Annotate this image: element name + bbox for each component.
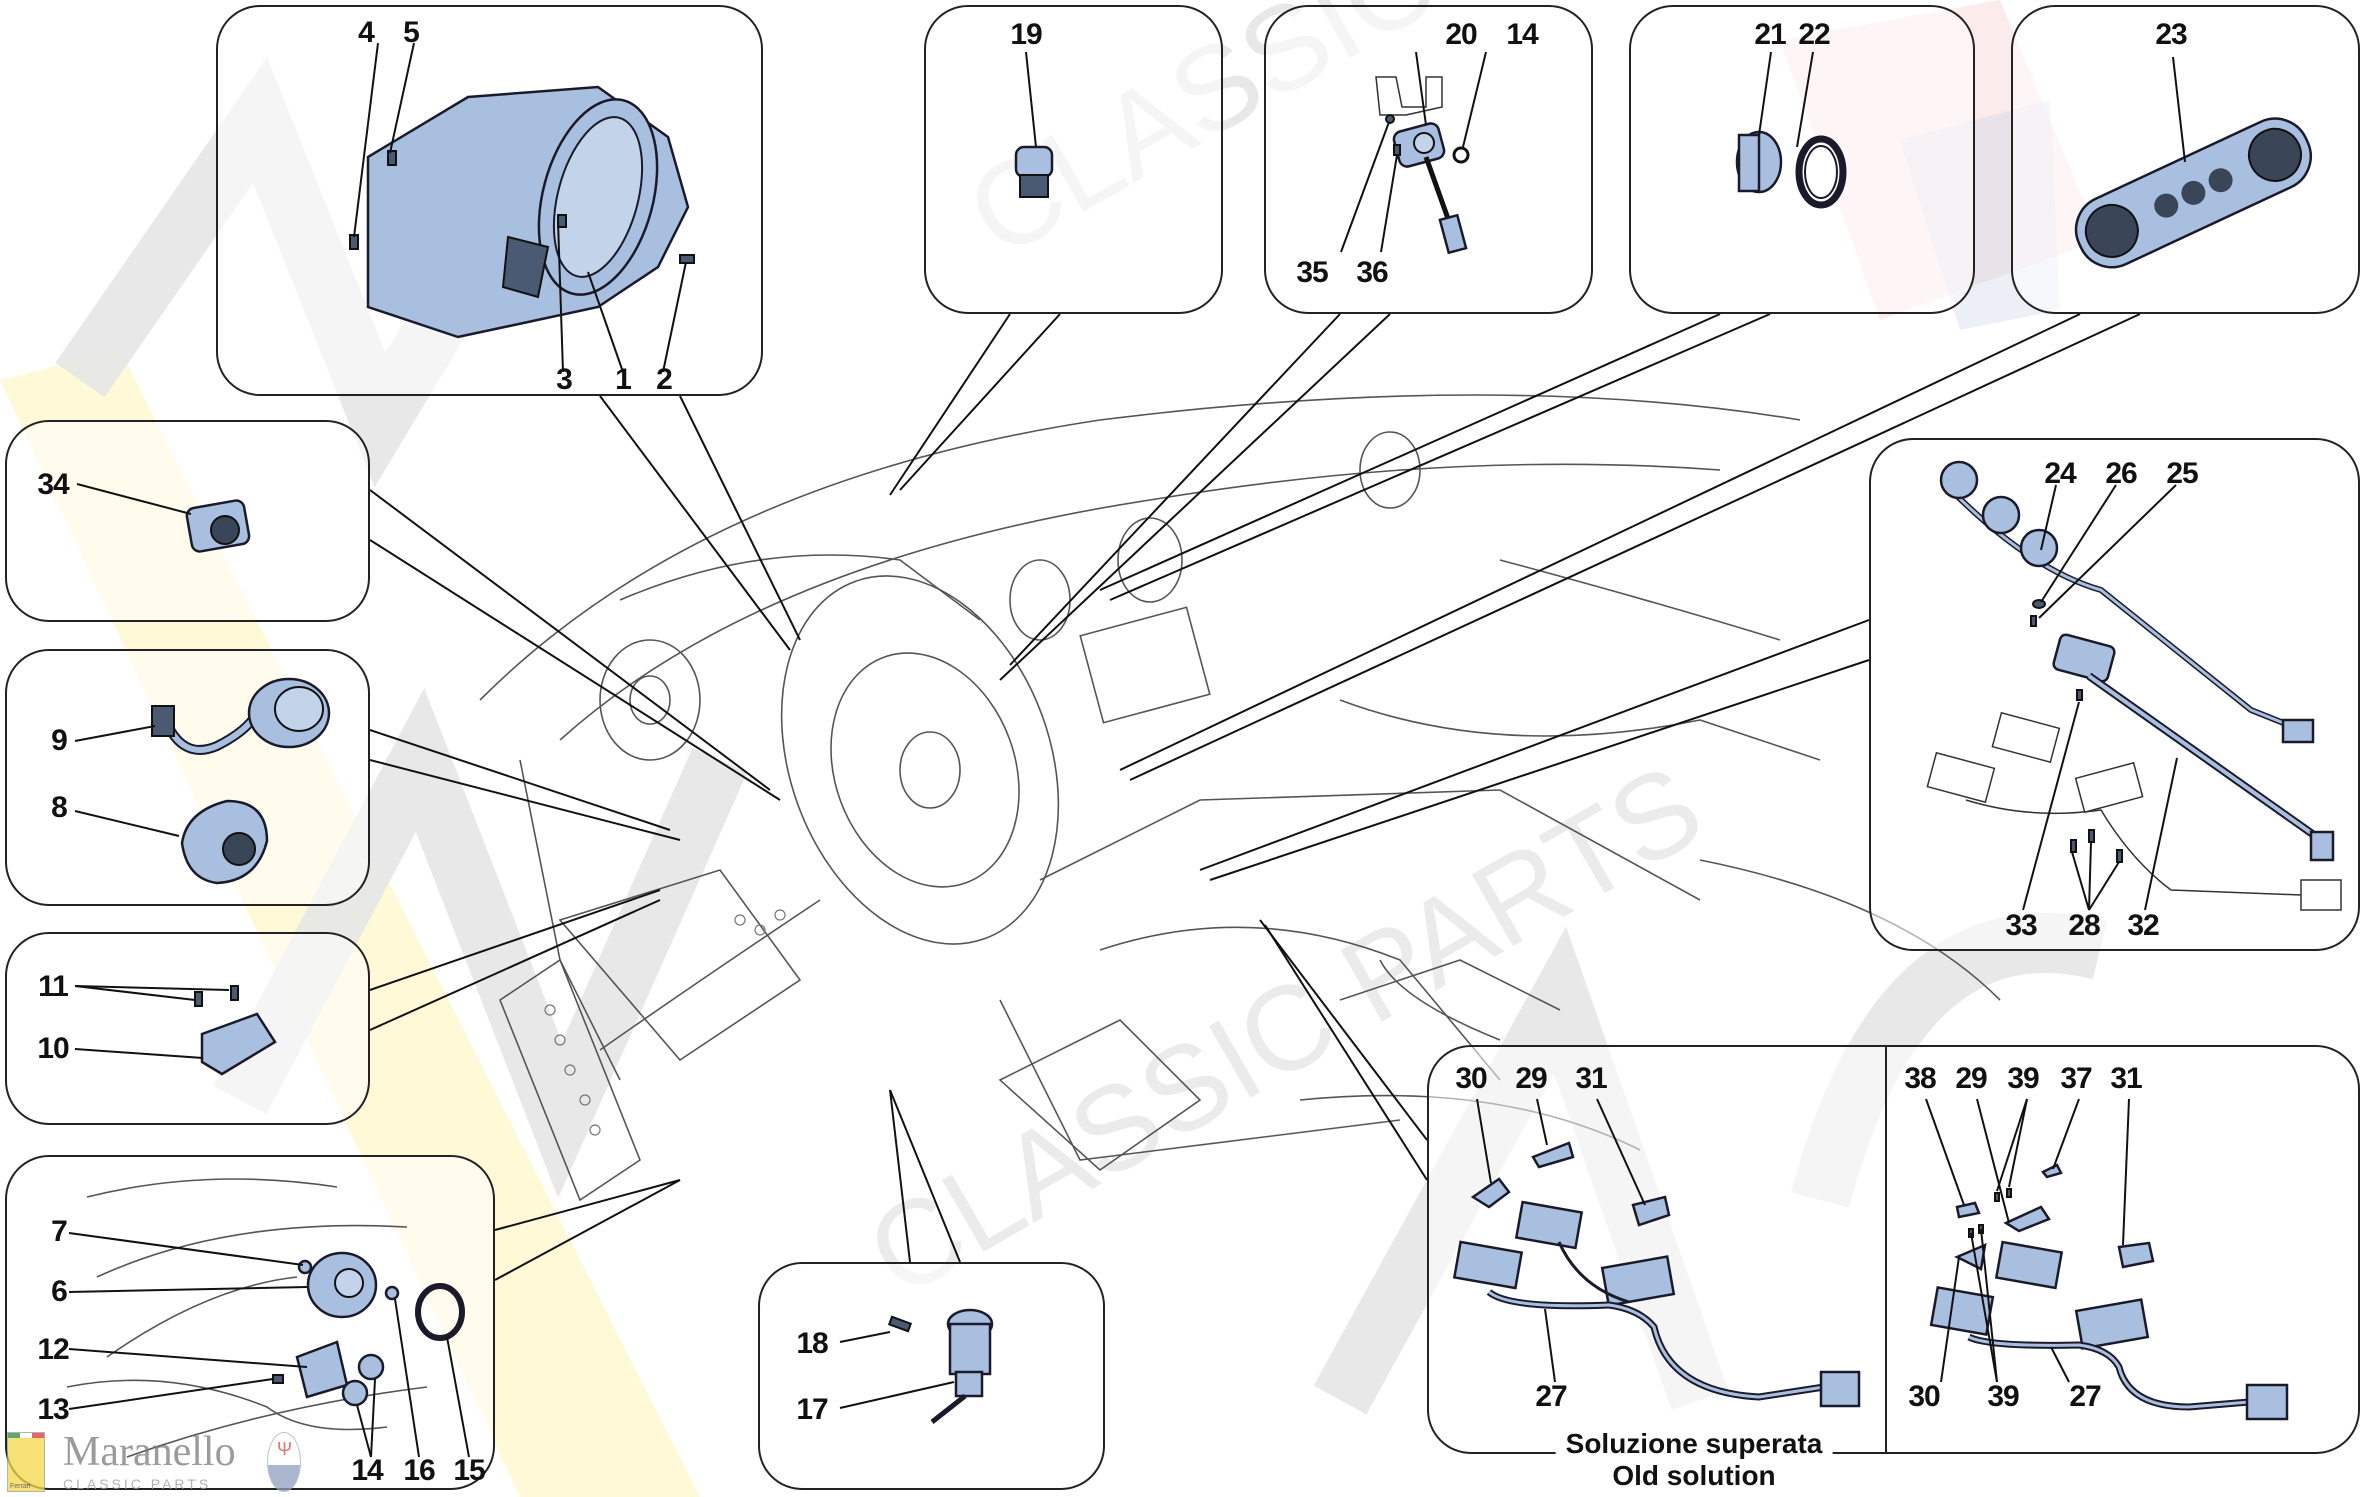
maserati-trident-icon: Ψ bbox=[267, 1432, 301, 1492]
callout-label: 35 bbox=[1296, 256, 1328, 289]
climate-control-panel-part bbox=[2074, 56, 2312, 269]
callout-label: 18 bbox=[796, 1327, 828, 1360]
button-switch-part bbox=[1014, 51, 1054, 198]
callout-label: 14 bbox=[351, 1454, 383, 1487]
callout-box-11-10: 11 10 bbox=[5, 932, 370, 1125]
callout-label: 11 bbox=[38, 970, 69, 1003]
old-solution-caption-english: Old solution bbox=[1612, 1460, 1776, 1491]
callout-box-lower-left: 7 6 12 13 14 16 15 bbox=[5, 1155, 495, 1490]
callout-box-ignition: 20 14 35 36 bbox=[1264, 5, 1593, 314]
ignition-lock-part bbox=[1340, 51, 1487, 255]
sensor-part bbox=[839, 1308, 994, 1424]
callout-label: 38 bbox=[1904, 1062, 1936, 1095]
switch-module-part bbox=[74, 985, 277, 1076]
callout-box-seat-switches: 30 29 31 27 38 29 39 37 31 30 39 27 bbox=[1427, 1045, 2360, 1454]
callout-label: 24 bbox=[2044, 457, 2076, 490]
callout-label: 33 bbox=[2005, 909, 2037, 942]
callout-box-34: 34 bbox=[5, 420, 370, 622]
callout-label: 21 bbox=[1754, 18, 1786, 51]
callout-label: 31 bbox=[2110, 1062, 2142, 1095]
callout-label: 22 bbox=[1798, 18, 1830, 51]
callout-label: 27 bbox=[2069, 1380, 2101, 1413]
callout-label: 20 bbox=[1445, 18, 1477, 51]
seat-switch-harness-parts bbox=[1452, 1098, 2289, 1421]
tunnel-switch-harness-parts bbox=[1926, 460, 2342, 911]
old-solution-caption: Soluzione superata Old solution bbox=[1555, 1428, 1833, 1492]
callout-box-21-22: 21 22 bbox=[1629, 5, 1975, 314]
callout-label: 2 bbox=[656, 363, 673, 396]
callout-label: 1 bbox=[615, 363, 632, 396]
headlight-switch-part bbox=[76, 483, 251, 553]
callout-label: 17 bbox=[796, 1393, 828, 1426]
callout-label: 9 bbox=[51, 724, 68, 757]
callout-label: 19 bbox=[1010, 18, 1042, 51]
classic-parts-text: CLASSIC PARTS bbox=[63, 1476, 212, 1492]
callout-label: 13 bbox=[37, 1393, 69, 1426]
callout-label: 30 bbox=[1455, 1062, 1487, 1095]
floor-mat bbox=[998, 1019, 1202, 1172]
callout-label: 25 bbox=[2166, 457, 2198, 490]
maranello-brand-text: Maranello bbox=[63, 1429, 236, 1475]
maranello-logo: Ferrari Maranello CLASSIC PARTS Ψ bbox=[5, 1429, 315, 1494]
ignition-switch-assembly-parts bbox=[66, 1178, 470, 1458]
callout-label: 3 bbox=[556, 363, 573, 396]
callout-label: 30 bbox=[1908, 1380, 1940, 1413]
callout-label: 39 bbox=[1987, 1380, 2019, 1413]
callout-box-17-18: 18 17 bbox=[758, 1262, 1105, 1490]
callout-label: 5 bbox=[403, 16, 420, 49]
callout-label: 14 bbox=[1506, 18, 1538, 51]
infotainment-screen bbox=[1079, 606, 1211, 724]
callout-label: 16 bbox=[403, 1454, 435, 1487]
callout-box-instrument-cluster: 4 5 3 1 2 bbox=[216, 5, 763, 396]
callout-label: 15 bbox=[453, 1454, 485, 1487]
callout-label: 10 bbox=[37, 1032, 69, 1065]
callout-label: 6 bbox=[51, 1275, 68, 1308]
callout-label: 8 bbox=[51, 791, 68, 824]
callout-label: 32 bbox=[2127, 909, 2159, 942]
callout-label: 31 bbox=[1575, 1062, 1607, 1095]
mirror-and-seat-switch-parts bbox=[74, 677, 331, 885]
divider bbox=[1885, 1047, 1887, 1452]
ferrari-shield-icon: Ferrari bbox=[7, 1432, 45, 1492]
callout-label: 29 bbox=[1955, 1062, 1987, 1095]
callout-label: 39 bbox=[2007, 1062, 2039, 1095]
callout-box-19: 19 bbox=[924, 5, 1223, 314]
start-button-part bbox=[1735, 51, 1847, 209]
callout-box-tunnel-switches: 24 26 25 33 28 32 bbox=[1869, 438, 2360, 951]
callout-box-climate-control: 23 bbox=[2011, 5, 2360, 314]
callout-label: 28 bbox=[2068, 909, 2100, 942]
callout-label: 7 bbox=[51, 1215, 68, 1248]
callout-label: 23 bbox=[2155, 18, 2187, 51]
callout-label: 29 bbox=[1515, 1062, 1547, 1095]
callout-label: 37 bbox=[2060, 1062, 2092, 1095]
callout-label: 27 bbox=[1535, 1380, 1567, 1413]
callout-label: 36 bbox=[1356, 256, 1388, 289]
steering-wheel bbox=[780, 575, 1060, 945]
callout-box-9-8: 9 8 bbox=[5, 649, 370, 906]
callout-label: 12 bbox=[37, 1333, 69, 1366]
old-solution-caption-italian: Soluzione superata bbox=[1565, 1428, 1823, 1459]
callout-label: 26 bbox=[2105, 457, 2137, 490]
callout-label: 4 bbox=[358, 16, 375, 49]
callout-label: 34 bbox=[37, 468, 69, 501]
instrument-cluster-part bbox=[349, 42, 695, 373]
